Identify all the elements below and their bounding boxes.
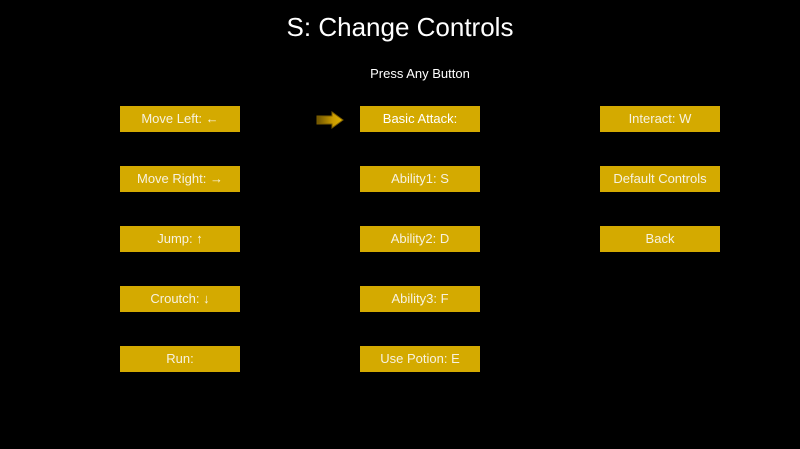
press-any-button-prompt: Press Any Button — [370, 66, 470, 81]
crouch-button[interactable]: Croutch: ↓ — [120, 286, 240, 312]
interact-button[interactable]: Interact: W — [600, 106, 720, 132]
ability1-button[interactable]: Ability1: S — [360, 166, 480, 192]
default-controls-button[interactable]: Default Controls — [600, 166, 720, 192]
run-button[interactable]: Run: — [120, 346, 240, 372]
move-left-button[interactable]: Move Left: ← — [120, 106, 240, 132]
use-potion-button[interactable]: Use Potion: E — [360, 346, 480, 372]
ability2-button[interactable]: Ability2: D — [360, 226, 480, 252]
basic-attack-button[interactable]: Basic Attack: — [360, 106, 480, 132]
back-button[interactable]: Back — [600, 226, 720, 252]
jump-button[interactable]: Jump: ↑ — [120, 226, 240, 252]
move-right-button[interactable]: Move Right: → — [120, 166, 240, 192]
ability3-button[interactable]: Ability3: F — [360, 286, 480, 312]
selector-arrow-icon — [316, 111, 344, 129]
page-title: S: Change Controls — [286, 12, 514, 42]
